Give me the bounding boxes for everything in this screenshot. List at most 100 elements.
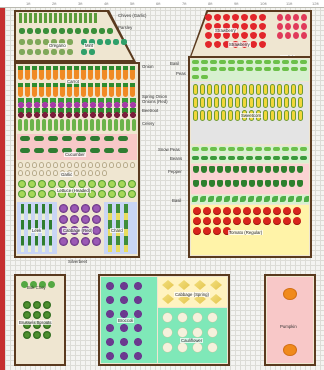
bean-plant[interactable] (264, 156, 271, 160)
carrot-plant[interactable] (88, 83, 93, 97)
onion-plant[interactable] (98, 98, 104, 108)
lettuce-plant[interactable] (68, 180, 76, 188)
broccoli-plant[interactable] (133, 323, 143, 333)
parsley-plant[interactable] (75, 28, 81, 34)
beetroot-plant[interactable] (74, 108, 80, 118)
sweetcorn-plant[interactable] (277, 110, 282, 121)
chive-plant[interactable] (59, 13, 62, 23)
tomato-plant[interactable] (283, 207, 291, 215)
carrot-row[interactable] (17, 66, 137, 80)
beetroot-plant[interactable] (26, 108, 32, 118)
lettuce-plant[interactable] (108, 190, 116, 198)
carrot-plant[interactable] (74, 83, 79, 97)
cucumber-plant[interactable] (104, 148, 114, 153)
tomato-plant[interactable] (273, 207, 281, 215)
sweetcorn-plant[interactable] (228, 84, 233, 95)
cabbage-red-plant[interactable] (81, 204, 90, 213)
brussels-sprout-plant[interactable] (23, 321, 31, 329)
strawberry-plant[interactable] (259, 14, 266, 21)
basil-plant[interactable] (224, 196, 230, 202)
oregano-plant[interactable] (19, 49, 25, 55)
carrot-plant[interactable] (95, 83, 100, 97)
onion-plant[interactable] (106, 98, 112, 108)
celery-plant[interactable] (24, 119, 28, 131)
cabbage-spring-plant[interactable] (162, 294, 174, 304)
lettuce-plant[interactable] (28, 190, 36, 198)
lettuce-plant[interactable] (118, 180, 126, 188)
broccoli-plant[interactable] (119, 295, 129, 305)
pepper-plant[interactable] (217, 166, 223, 173)
lettuce-plant[interactable] (78, 180, 86, 188)
onion-plant[interactable] (130, 98, 136, 108)
bok-choy-plant[interactable] (21, 281, 28, 288)
sweetcorn-plant[interactable] (291, 97, 296, 108)
basil-plant[interactable] (296, 196, 302, 202)
cauliflower-plant[interactable] (162, 327, 173, 338)
onion-plant[interactable] (34, 98, 40, 108)
basil-plant[interactable] (272, 196, 278, 202)
onion-plant[interactable] (18, 98, 24, 108)
broccoli-plant[interactable] (105, 281, 115, 291)
oregano-plant[interactable] (35, 39, 41, 45)
snow-pea-plant[interactable] (291, 147, 298, 151)
strawberry-plant[interactable] (259, 23, 266, 30)
carrot-plant[interactable] (130, 83, 135, 97)
brussels-sprout-plant[interactable] (43, 311, 51, 319)
cauliflower-plant[interactable] (162, 342, 173, 353)
chive-plant[interactable] (89, 13, 92, 23)
cucumber-plant[interactable] (34, 148, 44, 153)
pea-plant[interactable] (192, 67, 199, 72)
bean-plant[interactable] (255, 156, 262, 160)
beetroot-plant[interactable] (90, 108, 96, 118)
garlic-plant[interactable] (109, 162, 114, 168)
oregano-row[interactable] (18, 38, 78, 58)
tomato-plant[interactable] (223, 207, 231, 215)
cucumber-plant[interactable] (20, 148, 30, 153)
chive-plant[interactable] (69, 13, 72, 23)
sweetcorn-plant[interactable] (242, 97, 247, 108)
basil-plant[interactable] (256, 196, 262, 202)
garlic-plant[interactable] (25, 162, 30, 168)
parsley-plant[interactable] (107, 28, 113, 34)
onion-row[interactable] (17, 98, 137, 108)
beetroot-plant[interactable] (114, 108, 120, 118)
chive-plant[interactable] (24, 13, 27, 23)
snow-pea-plant[interactable] (264, 147, 271, 151)
carrot-plant[interactable] (74, 66, 79, 80)
basil-plant[interactable] (248, 196, 254, 202)
basil-plant[interactable] (280, 196, 286, 202)
parsley-plant[interactable] (91, 28, 97, 34)
cabbage-spring-plant[interactable] (162, 280, 174, 290)
garlic-plant[interactable] (102, 170, 107, 176)
bean-plant[interactable] (192, 156, 199, 160)
sweetcorn-plant[interactable] (221, 97, 226, 108)
strawberry-plant[interactable] (214, 23, 221, 30)
garlic-plant[interactable] (74, 162, 79, 168)
chive-plant[interactable] (29, 13, 32, 23)
tomato-row[interactable] (192, 206, 308, 254)
bok-choy-plant[interactable] (30, 281, 37, 288)
basil-plant[interactable] (304, 196, 309, 202)
radish-plant[interactable] (301, 14, 307, 21)
brussels-sprout-plant[interactable] (43, 301, 51, 309)
sweetcorn-plant[interactable] (277, 97, 282, 108)
mint-plant[interactable] (81, 39, 87, 45)
broccoli-plant[interactable] (105, 295, 115, 305)
cabbage-red-plant[interactable] (92, 204, 101, 213)
celery-plant[interactable] (30, 119, 34, 131)
garlic-plant[interactable] (95, 162, 100, 168)
pepper-plant[interactable] (265, 166, 271, 173)
leek-plant[interactable] (49, 236, 52, 252)
pea-plant[interactable] (282, 60, 289, 64)
carrot-plant[interactable] (130, 66, 135, 80)
onion-plant[interactable] (90, 98, 96, 108)
cabbage-spring-plant[interactable] (178, 294, 190, 304)
leek-plant[interactable] (21, 236, 24, 252)
sweetcorn-plant[interactable] (214, 84, 219, 95)
sweetcorn-plant[interactable] (228, 97, 233, 108)
chives-row[interactable] (18, 13, 108, 25)
mint-row[interactable] (80, 38, 128, 58)
pepper-plant[interactable] (257, 180, 263, 187)
celery-plant[interactable] (90, 119, 94, 131)
onion-plant[interactable] (74, 98, 80, 108)
